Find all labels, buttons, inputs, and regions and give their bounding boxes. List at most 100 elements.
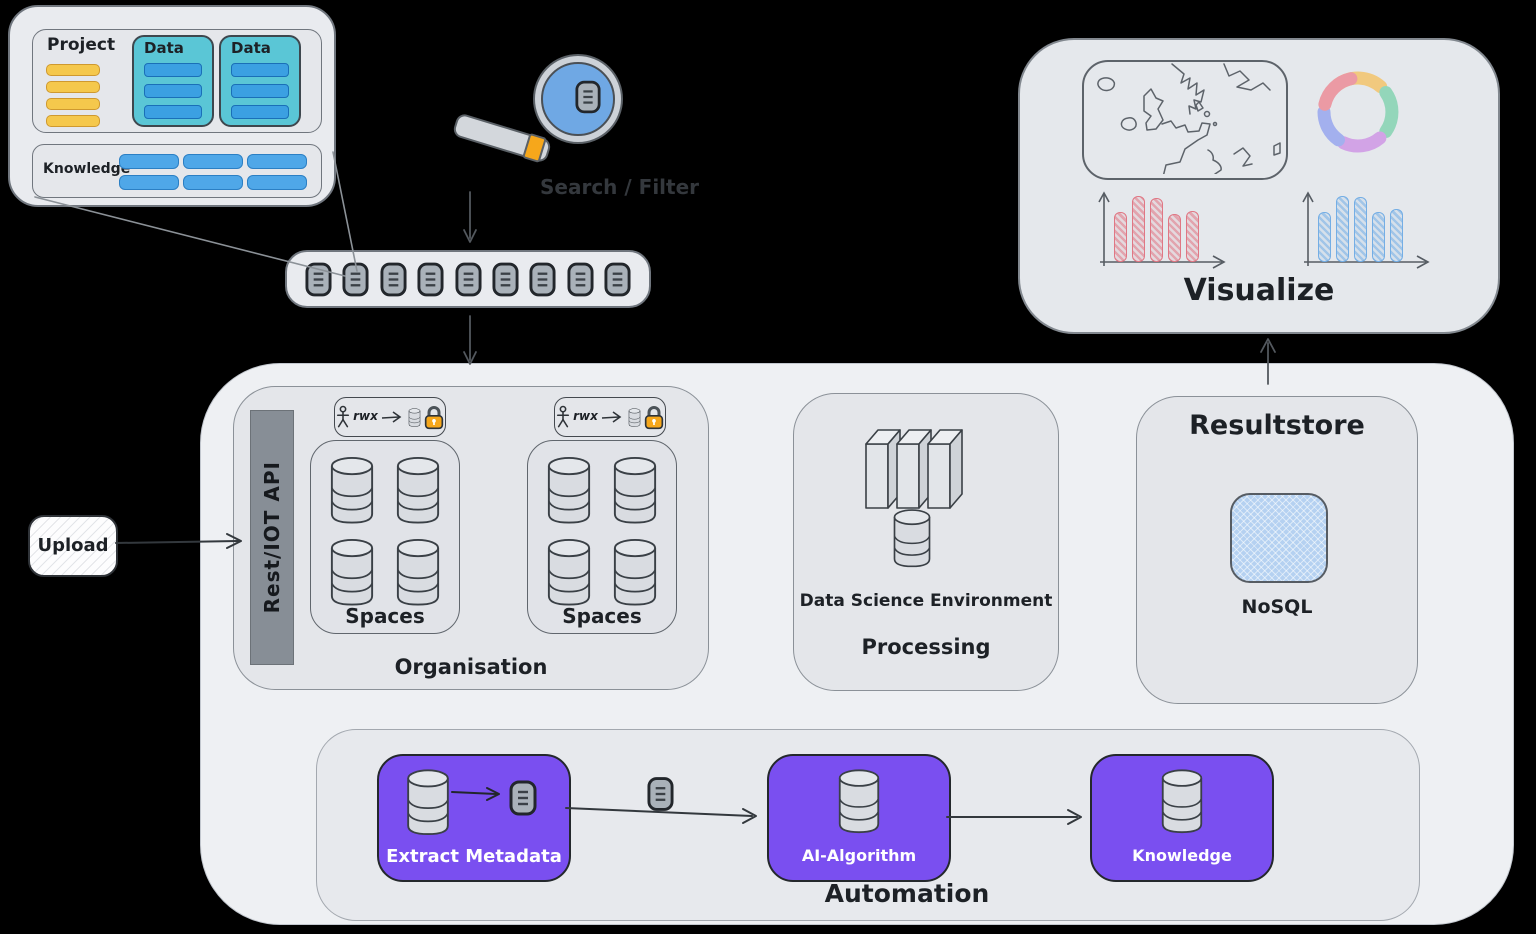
lock-icon bbox=[424, 405, 444, 430]
chart-axes bbox=[1098, 191, 1226, 269]
document-icon bbox=[604, 262, 631, 297]
document-icon bbox=[380, 262, 407, 297]
data-row-pill bbox=[144, 105, 202, 119]
project-row-pill bbox=[46, 64, 100, 76]
data-box-label: Data bbox=[144, 39, 184, 57]
document-icon bbox=[647, 776, 674, 812]
blue-bar-chart bbox=[1288, 188, 1436, 270]
arrow-right-icon bbox=[381, 411, 402, 423]
organisation-box: Rest/IOT API rwx rwx bbox=[233, 386, 709, 690]
database-icon bbox=[395, 537, 441, 607]
donut-chart bbox=[1317, 71, 1399, 153]
person-icon bbox=[336, 405, 350, 429]
knowledge-label: Knowledge bbox=[43, 161, 131, 177]
permission-badge: rwx bbox=[334, 397, 446, 437]
database-icon bbox=[1159, 768, 1205, 834]
upload-label: Upload bbox=[37, 535, 109, 557]
data-row-pill bbox=[231, 84, 289, 98]
knowledge-pill bbox=[247, 154, 307, 169]
knowledge-pill bbox=[183, 175, 243, 190]
automation-box: Extract Metadata AI-Algorithm Knowledge … bbox=[316, 729, 1420, 921]
visualize-box: Visualize bbox=[1018, 38, 1500, 334]
database-icon bbox=[836, 768, 882, 834]
arrow-right-icon bbox=[601, 411, 622, 423]
database-icon bbox=[546, 455, 592, 525]
database-icon bbox=[329, 537, 375, 607]
bar-series bbox=[1318, 196, 1403, 262]
data-row-pill bbox=[231, 105, 289, 119]
data-science-environment-label: Data Science Environment bbox=[799, 591, 1053, 611]
document-icon bbox=[509, 780, 537, 816]
europe-map bbox=[1082, 60, 1288, 180]
processing-label: Processing bbox=[861, 635, 991, 659]
database-icon bbox=[892, 508, 932, 568]
database-icon bbox=[395, 455, 441, 525]
processing-box: Data Science Environment Processing bbox=[793, 393, 1059, 691]
database-icon bbox=[628, 408, 641, 427]
project-panel: Project Data Data bbox=[8, 5, 336, 207]
database-icon bbox=[408, 408, 421, 427]
nosql-label: NoSQL bbox=[1241, 596, 1313, 618]
automation-label: Automation bbox=[824, 879, 990, 908]
resultstore-title: Resultstore bbox=[1189, 410, 1365, 441]
document-icon bbox=[529, 262, 556, 297]
data-row-pill bbox=[144, 84, 202, 98]
knowledge-section: Knowledge bbox=[32, 144, 322, 198]
visualize-label: Visualize bbox=[1183, 273, 1335, 308]
pink-bar-chart bbox=[1084, 188, 1232, 270]
server-slabs-icon bbox=[858, 418, 994, 514]
spaces-box: Spaces bbox=[310, 440, 460, 634]
lock-icon bbox=[644, 405, 664, 430]
project-label: Project bbox=[47, 35, 116, 55]
permission-badge: rwx bbox=[554, 397, 666, 437]
resultstore-box: Resultstore NoSQL bbox=[1136, 396, 1418, 704]
document-icon bbox=[492, 262, 519, 297]
project-row-pill bbox=[46, 81, 100, 93]
database-icon bbox=[405, 768, 451, 836]
data-box: Data bbox=[132, 35, 214, 127]
magnifier-band bbox=[522, 132, 547, 164]
ai-algorithm-box: AI-Algorithm bbox=[767, 754, 951, 882]
knowledge-pill bbox=[183, 154, 243, 169]
knowledge-pill bbox=[119, 175, 179, 190]
api-label: Rest/IOT API bbox=[260, 461, 284, 614]
document-icon bbox=[575, 80, 601, 114]
person-icon bbox=[556, 405, 570, 429]
bar-series bbox=[1114, 196, 1199, 262]
knowledge-step-box: Knowledge bbox=[1090, 754, 1274, 882]
ai-algorithm-label: AI-Algorithm bbox=[801, 846, 917, 865]
extract-metadata-label: Extract Metadata bbox=[386, 846, 562, 867]
document-stream-bar bbox=[285, 250, 651, 308]
search-filter-label: Search / Filter bbox=[540, 175, 700, 199]
organisation-label: Organisation bbox=[394, 654, 548, 679]
rest-iot-api-bar: Rest/IOT API bbox=[250, 410, 294, 665]
knowledge-pill bbox=[119, 154, 179, 169]
search-icon bbox=[533, 54, 623, 144]
data-box: Data bbox=[219, 35, 301, 127]
database-icon bbox=[329, 455, 375, 525]
document-icon bbox=[342, 262, 369, 297]
data-row-pill bbox=[144, 63, 202, 77]
document-icon bbox=[567, 262, 594, 297]
project-row-pill bbox=[46, 115, 100, 127]
data-row-pill bbox=[231, 63, 289, 77]
extract-metadata-box: Extract Metadata bbox=[377, 754, 571, 882]
nosql-store bbox=[1230, 493, 1328, 583]
spaces-label: Spaces bbox=[345, 604, 425, 628]
database-icon bbox=[612, 537, 658, 607]
document-icon bbox=[305, 262, 332, 297]
project-row-pill bbox=[46, 98, 100, 110]
document-icon bbox=[455, 262, 482, 297]
knowledge-step-label: Knowledge bbox=[1132, 846, 1232, 865]
knowledge-grid bbox=[119, 154, 307, 190]
document-icon bbox=[417, 262, 444, 297]
magnifier-lens bbox=[541, 62, 615, 136]
chart-axes bbox=[1302, 191, 1430, 269]
data-rows bbox=[144, 63, 202, 119]
map-outline bbox=[1097, 63, 1281, 174]
data-box-label: Data bbox=[231, 39, 271, 57]
database-icon bbox=[612, 455, 658, 525]
spaces-box: Spaces bbox=[527, 440, 677, 634]
permission-label: rwx bbox=[573, 409, 598, 424]
